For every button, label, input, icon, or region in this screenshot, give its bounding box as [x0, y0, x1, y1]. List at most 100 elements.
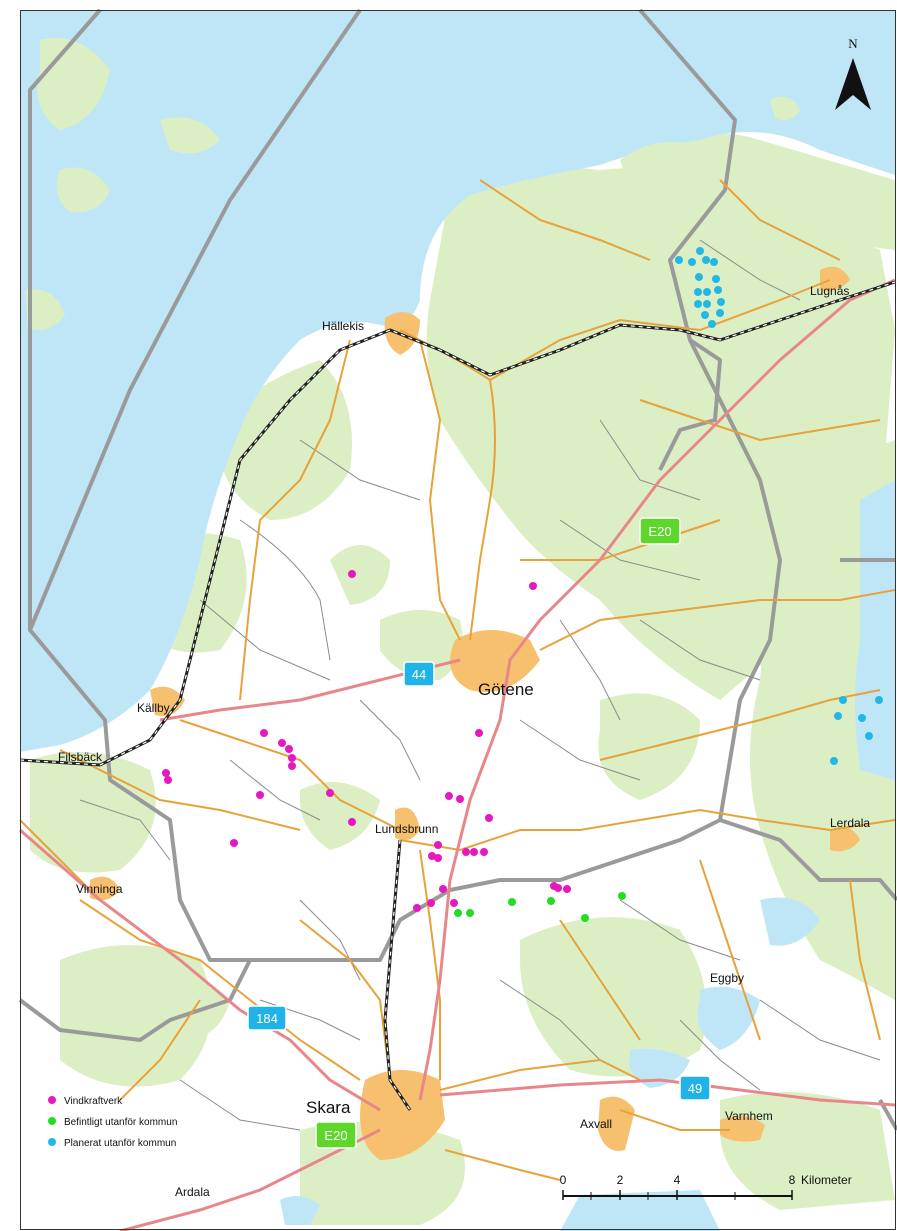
turbine-marker-befintligt[interactable] [618, 892, 626, 900]
place-vinninga: Vinninga [76, 882, 123, 896]
place-lundsbrunn: Lundsbrunn [375, 822, 438, 836]
turbine-marker-vindkraftverk[interactable] [285, 745, 293, 753]
place-gotene: Götene [478, 680, 534, 699]
north-arrow-label: N [848, 36, 858, 51]
turbine-marker-planerat[interactable] [858, 714, 866, 722]
turbine-marker-planerat[interactable] [694, 300, 702, 308]
turbine-marker-planerat[interactable] [710, 258, 718, 266]
svg-text:E20: E20 [324, 1128, 347, 1143]
place-axvall: Axvall [580, 1117, 612, 1131]
turbine-marker-planerat[interactable] [708, 320, 716, 328]
place-filsback: Filsbäck [58, 750, 103, 764]
turbine-marker-planerat[interactable] [696, 247, 704, 255]
turbine-marker-vindkraftverk[interactable] [434, 841, 442, 849]
turbine-marker-planerat[interactable] [703, 300, 711, 308]
turbine-marker-planerat[interactable] [702, 256, 710, 264]
place-skara: Skara [306, 1098, 351, 1117]
turbine-marker-vindkraftverk[interactable] [164, 776, 172, 784]
turbine-marker-vindkraftverk[interactable] [348, 818, 356, 826]
map-frame [20, 10, 896, 1230]
turbine-marker-vindkraftverk[interactable] [529, 582, 537, 590]
turbine-marker-planerat[interactable] [694, 288, 702, 296]
shield-e20-south: E20 [315, 1121, 357, 1149]
scale-bar: 0 2 4 8 Kilometer [560, 1173, 852, 1200]
legend-marker-vindkraftverk [48, 1096, 56, 1104]
turbine-marker-vindkraftverk[interactable] [485, 814, 493, 822]
scale-tick-2: 2 [617, 1173, 624, 1187]
road-shields: E20 E20 44 184 49 [247, 517, 711, 1149]
place-lugnas: Lugnås [810, 284, 849, 298]
turbine-marker-befintligt[interactable] [508, 898, 516, 906]
turbine-marker-vindkraftverk[interactable] [456, 795, 464, 803]
svg-text:44: 44 [412, 667, 426, 682]
turbine-marker-planerat[interactable] [675, 256, 683, 264]
turbine-marker-planerat[interactable] [703, 288, 711, 296]
turbine-marker-planerat[interactable] [701, 311, 709, 319]
turbine-marker-vindkraftverk[interactable] [470, 848, 478, 856]
turbine-marker-vindkraftverk[interactable] [288, 762, 296, 770]
svg-text:49: 49 [688, 1081, 702, 1096]
turbine-marker-planerat[interactable] [717, 298, 725, 306]
legend-marker-planerat [48, 1138, 56, 1146]
turbine-marker-befintligt[interactable] [454, 909, 462, 917]
shield-road-49: 49 [679, 1075, 711, 1101]
turbine-marker-planerat[interactable] [830, 757, 838, 765]
scale-tick-8: 8 [789, 1173, 796, 1187]
turbine-marker-vindkraftverk[interactable] [445, 792, 453, 800]
turbine-marker-planerat[interactable] [716, 309, 724, 317]
turbine-marker-vindkraftverk[interactable] [439, 885, 447, 893]
turbine-marker-vindkraftverk[interactable] [162, 769, 170, 777]
turbine-marker-vindkraftverk[interactable] [462, 848, 470, 856]
main-roads [19, 179, 896, 1181]
turbine-marker-vindkraftverk[interactable] [475, 729, 483, 737]
turbine-marker-vindkraftverk[interactable] [554, 884, 562, 892]
turbine-marker-vindkraftverk[interactable] [230, 839, 238, 847]
shield-road-44: 44 [403, 661, 435, 687]
turbine-marker-befintligt[interactable] [547, 897, 555, 905]
place-hallekis: Hällekis [322, 319, 364, 333]
turbine-marker-planerat[interactable] [839, 696, 847, 704]
turbine-marker-planerat[interactable] [834, 712, 842, 720]
turbine-marker-vindkraftverk[interactable] [256, 791, 264, 799]
turbine-marker-vindkraftverk[interactable] [348, 570, 356, 578]
place-eggby: Eggby [710, 971, 744, 985]
place-labels: Hällekis Lugnås Källby Filsbäck Götene L… [58, 284, 870, 1199]
map-legend: Vindkraftverk Befintligt utanför kommun … [48, 1096, 177, 1149]
turbine-marker-vindkraftverk[interactable] [563, 885, 571, 893]
turbine-marker-vindkraftverk[interactable] [413, 904, 421, 912]
scale-unit: Kilometer [801, 1173, 852, 1187]
legend-marker-befintligt [48, 1117, 56, 1125]
wind-turbine-markers [162, 247, 883, 922]
place-lerdala: Lerdala [830, 816, 870, 830]
legend-label-befintligt: Befintligt utanför kommun [64, 1117, 177, 1128]
turbine-marker-vindkraftverk[interactable] [260, 729, 268, 737]
place-kallby: Källby [137, 701, 170, 715]
turbine-marker-planerat[interactable] [865, 732, 873, 740]
turbine-marker-planerat[interactable] [712, 275, 720, 283]
turbine-marker-vindkraftverk[interactable] [427, 899, 435, 907]
scale-tick-4: 4 [674, 1173, 681, 1187]
place-ardala: Ardala [175, 1185, 210, 1199]
turbine-marker-vindkraftverk[interactable] [288, 754, 296, 762]
turbine-marker-planerat[interactable] [695, 273, 703, 281]
turbine-marker-planerat[interactable] [875, 696, 883, 704]
shield-e20-north: E20 [639, 517, 681, 545]
shield-road-184: 184 [247, 1005, 287, 1031]
legend-label-vindkraftverk: Vindkraftverk [64, 1096, 123, 1107]
lake-vanern [20, 10, 895, 1231]
turbine-marker-vindkraftverk[interactable] [278, 739, 286, 747]
svg-text:184: 184 [256, 1011, 278, 1026]
scale-tick-0: 0 [560, 1173, 567, 1187]
turbine-marker-vindkraftverk[interactable] [450, 899, 458, 907]
turbine-marker-befintligt[interactable] [581, 914, 589, 922]
legend-label-planerat: Planerat utanför kommun [64, 1138, 176, 1149]
turbine-marker-vindkraftverk[interactable] [480, 848, 488, 856]
place-varnhem: Varnhem [725, 1109, 773, 1123]
turbine-marker-planerat[interactable] [688, 258, 696, 266]
turbine-marker-befintligt[interactable] [466, 909, 474, 917]
turbine-marker-vindkraftverk[interactable] [434, 854, 442, 862]
turbine-marker-planerat[interactable] [714, 286, 722, 294]
turbine-marker-vindkraftverk[interactable] [326, 789, 334, 797]
